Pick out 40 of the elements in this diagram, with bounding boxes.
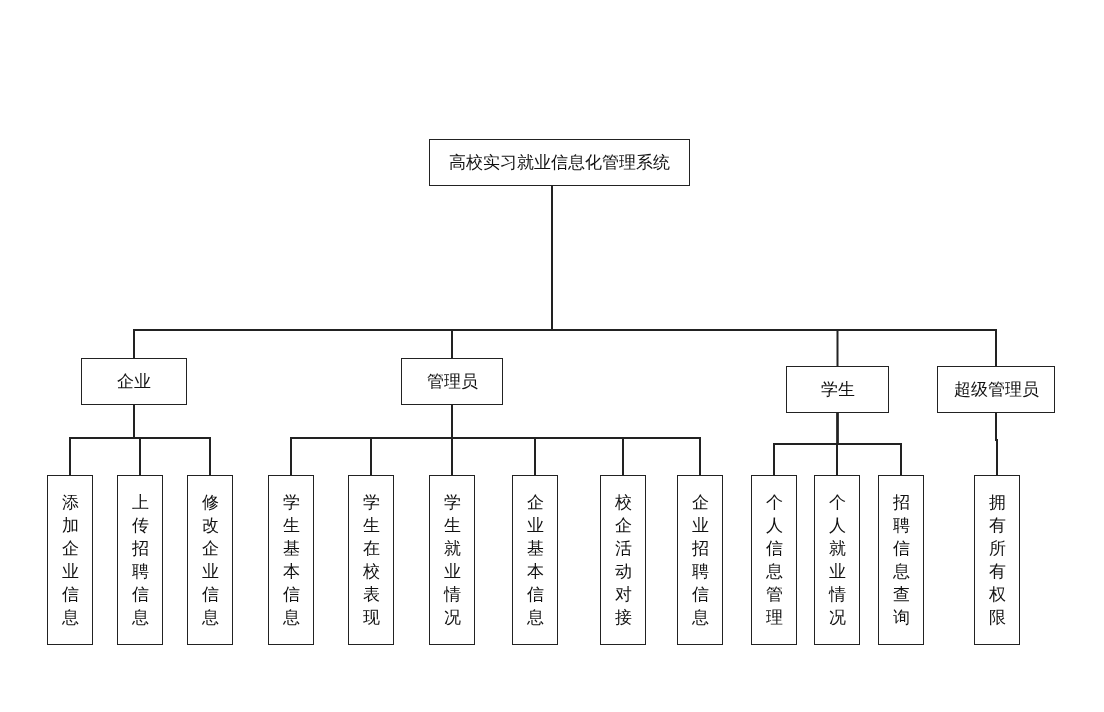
box-label: 管理员	[426, 370, 478, 393]
process-box	[401, 358, 503, 405]
box-label: 上传招聘信息	[131, 491, 149, 629]
process-box	[974, 475, 1020, 645]
box-label: 学生就业情况	[443, 491, 461, 629]
process-box	[117, 475, 163, 645]
box-label: 招聘信息查询	[892, 491, 910, 629]
box-label: 企业基本信息	[526, 491, 544, 629]
box-label: 学生在校表现	[362, 491, 380, 629]
process-box	[814, 475, 860, 645]
connector-line	[133, 404, 211, 476]
box-label: 企业招聘信息	[691, 491, 709, 629]
box-label: 学生	[820, 378, 855, 401]
process-box	[878, 475, 924, 645]
box-label: 拥有所有权限	[988, 491, 1006, 629]
box-label: 企业	[117, 370, 151, 393]
process-box	[47, 475, 93, 645]
process-box	[600, 475, 646, 645]
process-box	[429, 139, 690, 186]
box-label: 高校实习就业信息化管理系统	[449, 151, 670, 174]
process-box	[429, 475, 475, 645]
box-label: 超级管理员	[953, 378, 1039, 401]
process-box	[187, 475, 233, 645]
box-label: 个人就业情况	[828, 491, 846, 629]
box-label: 校企活动对接	[614, 491, 632, 629]
process-box	[937, 366, 1055, 413]
box-label: 个人信息管理	[765, 491, 783, 629]
process-box	[268, 475, 314, 645]
process-box	[751, 475, 797, 645]
box-label: 学生基本信息	[282, 491, 300, 629]
connector-line	[836, 412, 902, 476]
connector-line	[451, 404, 701, 476]
process-box	[512, 475, 558, 645]
connector-line	[995, 412, 998, 476]
process-box	[677, 475, 723, 645]
process-box	[786, 366, 889, 413]
box-label: 添加企业信息	[61, 491, 79, 629]
process-box	[348, 475, 394, 645]
process-box	[81, 358, 187, 405]
box-label: 修改企业信息	[201, 491, 219, 629]
